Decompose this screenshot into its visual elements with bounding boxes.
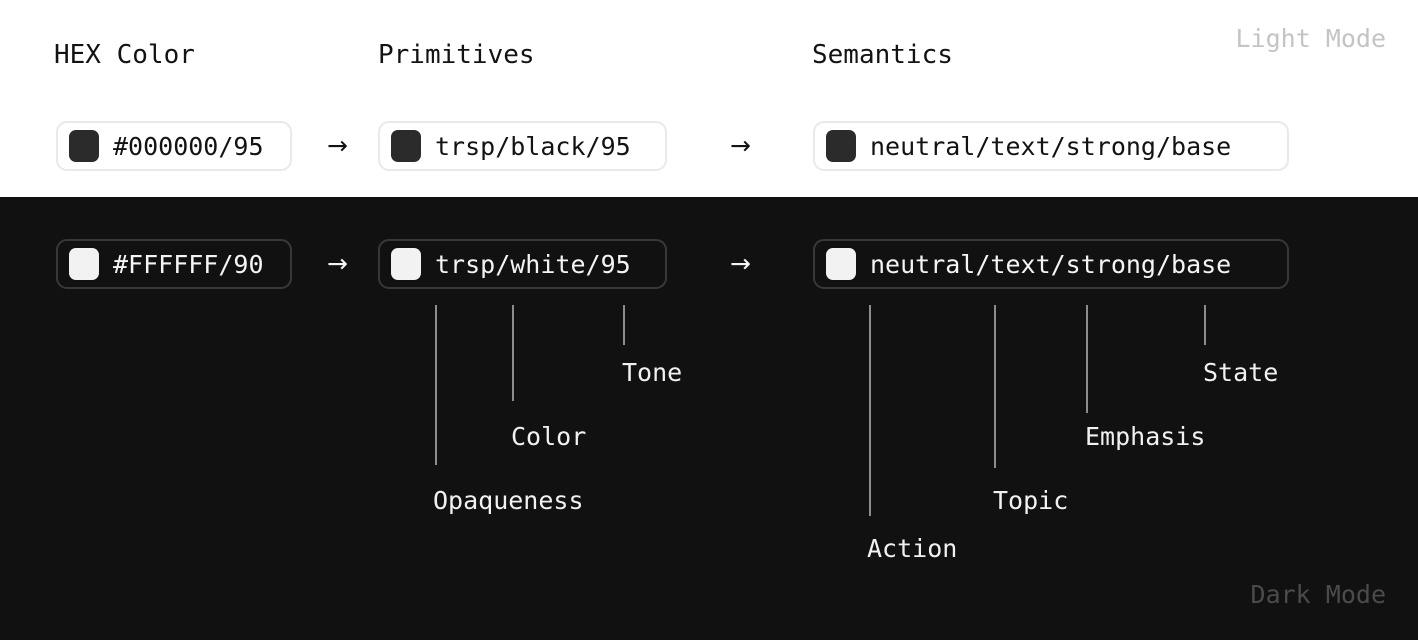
leader-line-emphasis xyxy=(1086,305,1088,413)
color-swatch-icon xyxy=(391,130,421,162)
annotation-label-tone: Tone xyxy=(622,358,683,387)
annotation-label-topic: Topic xyxy=(993,486,1069,515)
primitive-token-chip-light[interactable]: trsp/black/95 xyxy=(378,121,667,171)
semantic-token-chip-dark[interactable]: neutral/text/strong/base xyxy=(813,239,1289,289)
arrow-right-icon-light-1: → xyxy=(327,131,348,160)
arrow-right-icon-dark-1: → xyxy=(327,249,348,278)
primitive-token-value: trsp/black/95 xyxy=(435,131,631,161)
arrow-right-icon-dark-2: → xyxy=(730,249,751,278)
hex-color-chip-dark[interactable]: #FFFFFF/90 xyxy=(56,239,292,289)
semantic-token-value: neutral/text/strong/base xyxy=(870,131,1232,161)
annotation-label-action: Action xyxy=(867,534,958,563)
leader-line-opaqueness xyxy=(435,305,437,465)
hex-color-value: #FFFFFF/90 xyxy=(113,249,264,279)
column-header-hex-color: HEX Color xyxy=(54,40,195,70)
leader-line-topic xyxy=(994,305,996,468)
annotation-label-state: State xyxy=(1203,358,1279,387)
hex-color-value: #000000/95 xyxy=(113,131,264,161)
annotation-label-opaqueness: Opaqueness xyxy=(433,486,584,515)
column-header-primitives: Primitives xyxy=(378,40,535,70)
leader-line-color xyxy=(512,305,514,401)
arrow-right-icon-light-2: → xyxy=(730,131,751,160)
annotation-label-emphasis: Emphasis xyxy=(1085,422,1206,451)
leader-line-state xyxy=(1204,305,1206,345)
semantic-token-chip-light[interactable]: neutral/text/strong/base xyxy=(813,121,1289,171)
color-swatch-icon xyxy=(826,248,856,280)
color-swatch-icon xyxy=(826,130,856,162)
hex-color-chip-light[interactable]: #000000/95 xyxy=(56,121,292,171)
leader-line-action xyxy=(869,305,871,516)
semantic-token-value: neutral/text/strong/base xyxy=(870,249,1232,279)
annotation-label-color: Color xyxy=(511,422,587,451)
primitive-token-chip-dark[interactable]: trsp/white/95 xyxy=(378,239,667,289)
dark-mode-label: Dark Mode xyxy=(1250,580,1386,609)
light-mode-label: Light Mode xyxy=(1235,24,1386,53)
color-swatch-icon xyxy=(69,130,99,162)
color-swatch-icon xyxy=(391,248,421,280)
color-swatch-icon xyxy=(69,248,99,280)
primitive-token-value: trsp/white/95 xyxy=(435,249,631,279)
column-header-semantics: Semantics xyxy=(812,40,953,70)
leader-line-tone xyxy=(623,305,625,345)
